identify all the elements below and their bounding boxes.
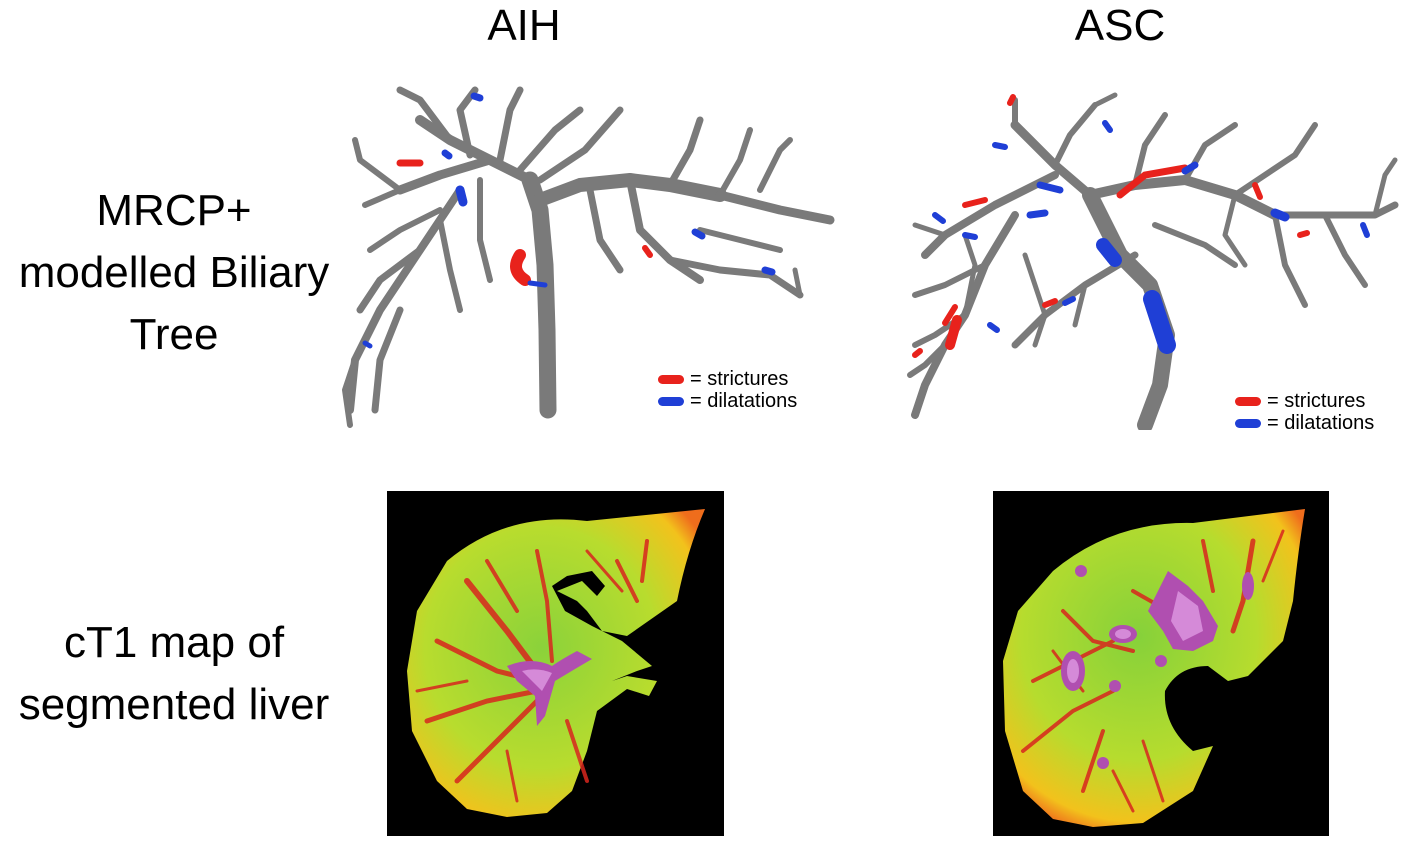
dilatation-swatch — [1235, 418, 1261, 428]
asc-ct1-map-image — [993, 491, 1329, 836]
row-label-line-2: segmented liver — [18, 680, 330, 729]
legend-dilatations-label: = dilatations — [690, 390, 798, 412]
legend-strictures-label: = strictures — [690, 368, 789, 390]
stricture-swatch — [658, 374, 684, 384]
dilatation-swatch — [658, 396, 684, 406]
column-title-asc: ASC — [1074, 1, 1166, 50]
column-title-aih: AIH — [487, 1, 561, 50]
legend-strictures-label: = strictures — [1267, 390, 1366, 412]
asc-biliary-tree-image — [905, 85, 1405, 433]
row-label-ct1-map: cT1 map of segmented liver — [0, 612, 348, 736]
aih-legend: = strictures = dilatations — [658, 368, 797, 412]
stricture-swatch — [1235, 396, 1261, 406]
row-label-line-2: modelled Biliary — [18, 248, 330, 297]
row-label-line-1: cT1 map of — [63, 618, 285, 667]
row-label-line-3: Tree — [129, 310, 219, 359]
legend-dilatations: = dilatations — [658, 390, 797, 412]
legend-dilatations-label: = dilatations — [1267, 412, 1375, 434]
asc-legend: = strictures = dilatations — [1235, 390, 1374, 434]
row-label-line-1: MRCP+ — [96, 186, 252, 235]
legend-strictures: = strictures — [1235, 390, 1374, 412]
aih-biliary-tree-image — [340, 80, 840, 432]
row-label-biliary-tree: MRCP+ modelled Biliary Tree — [0, 180, 348, 366]
legend-strictures: = strictures — [658, 368, 797, 390]
legend-dilatations: = dilatations — [1235, 412, 1374, 434]
aih-ct1-map-image — [387, 491, 724, 836]
